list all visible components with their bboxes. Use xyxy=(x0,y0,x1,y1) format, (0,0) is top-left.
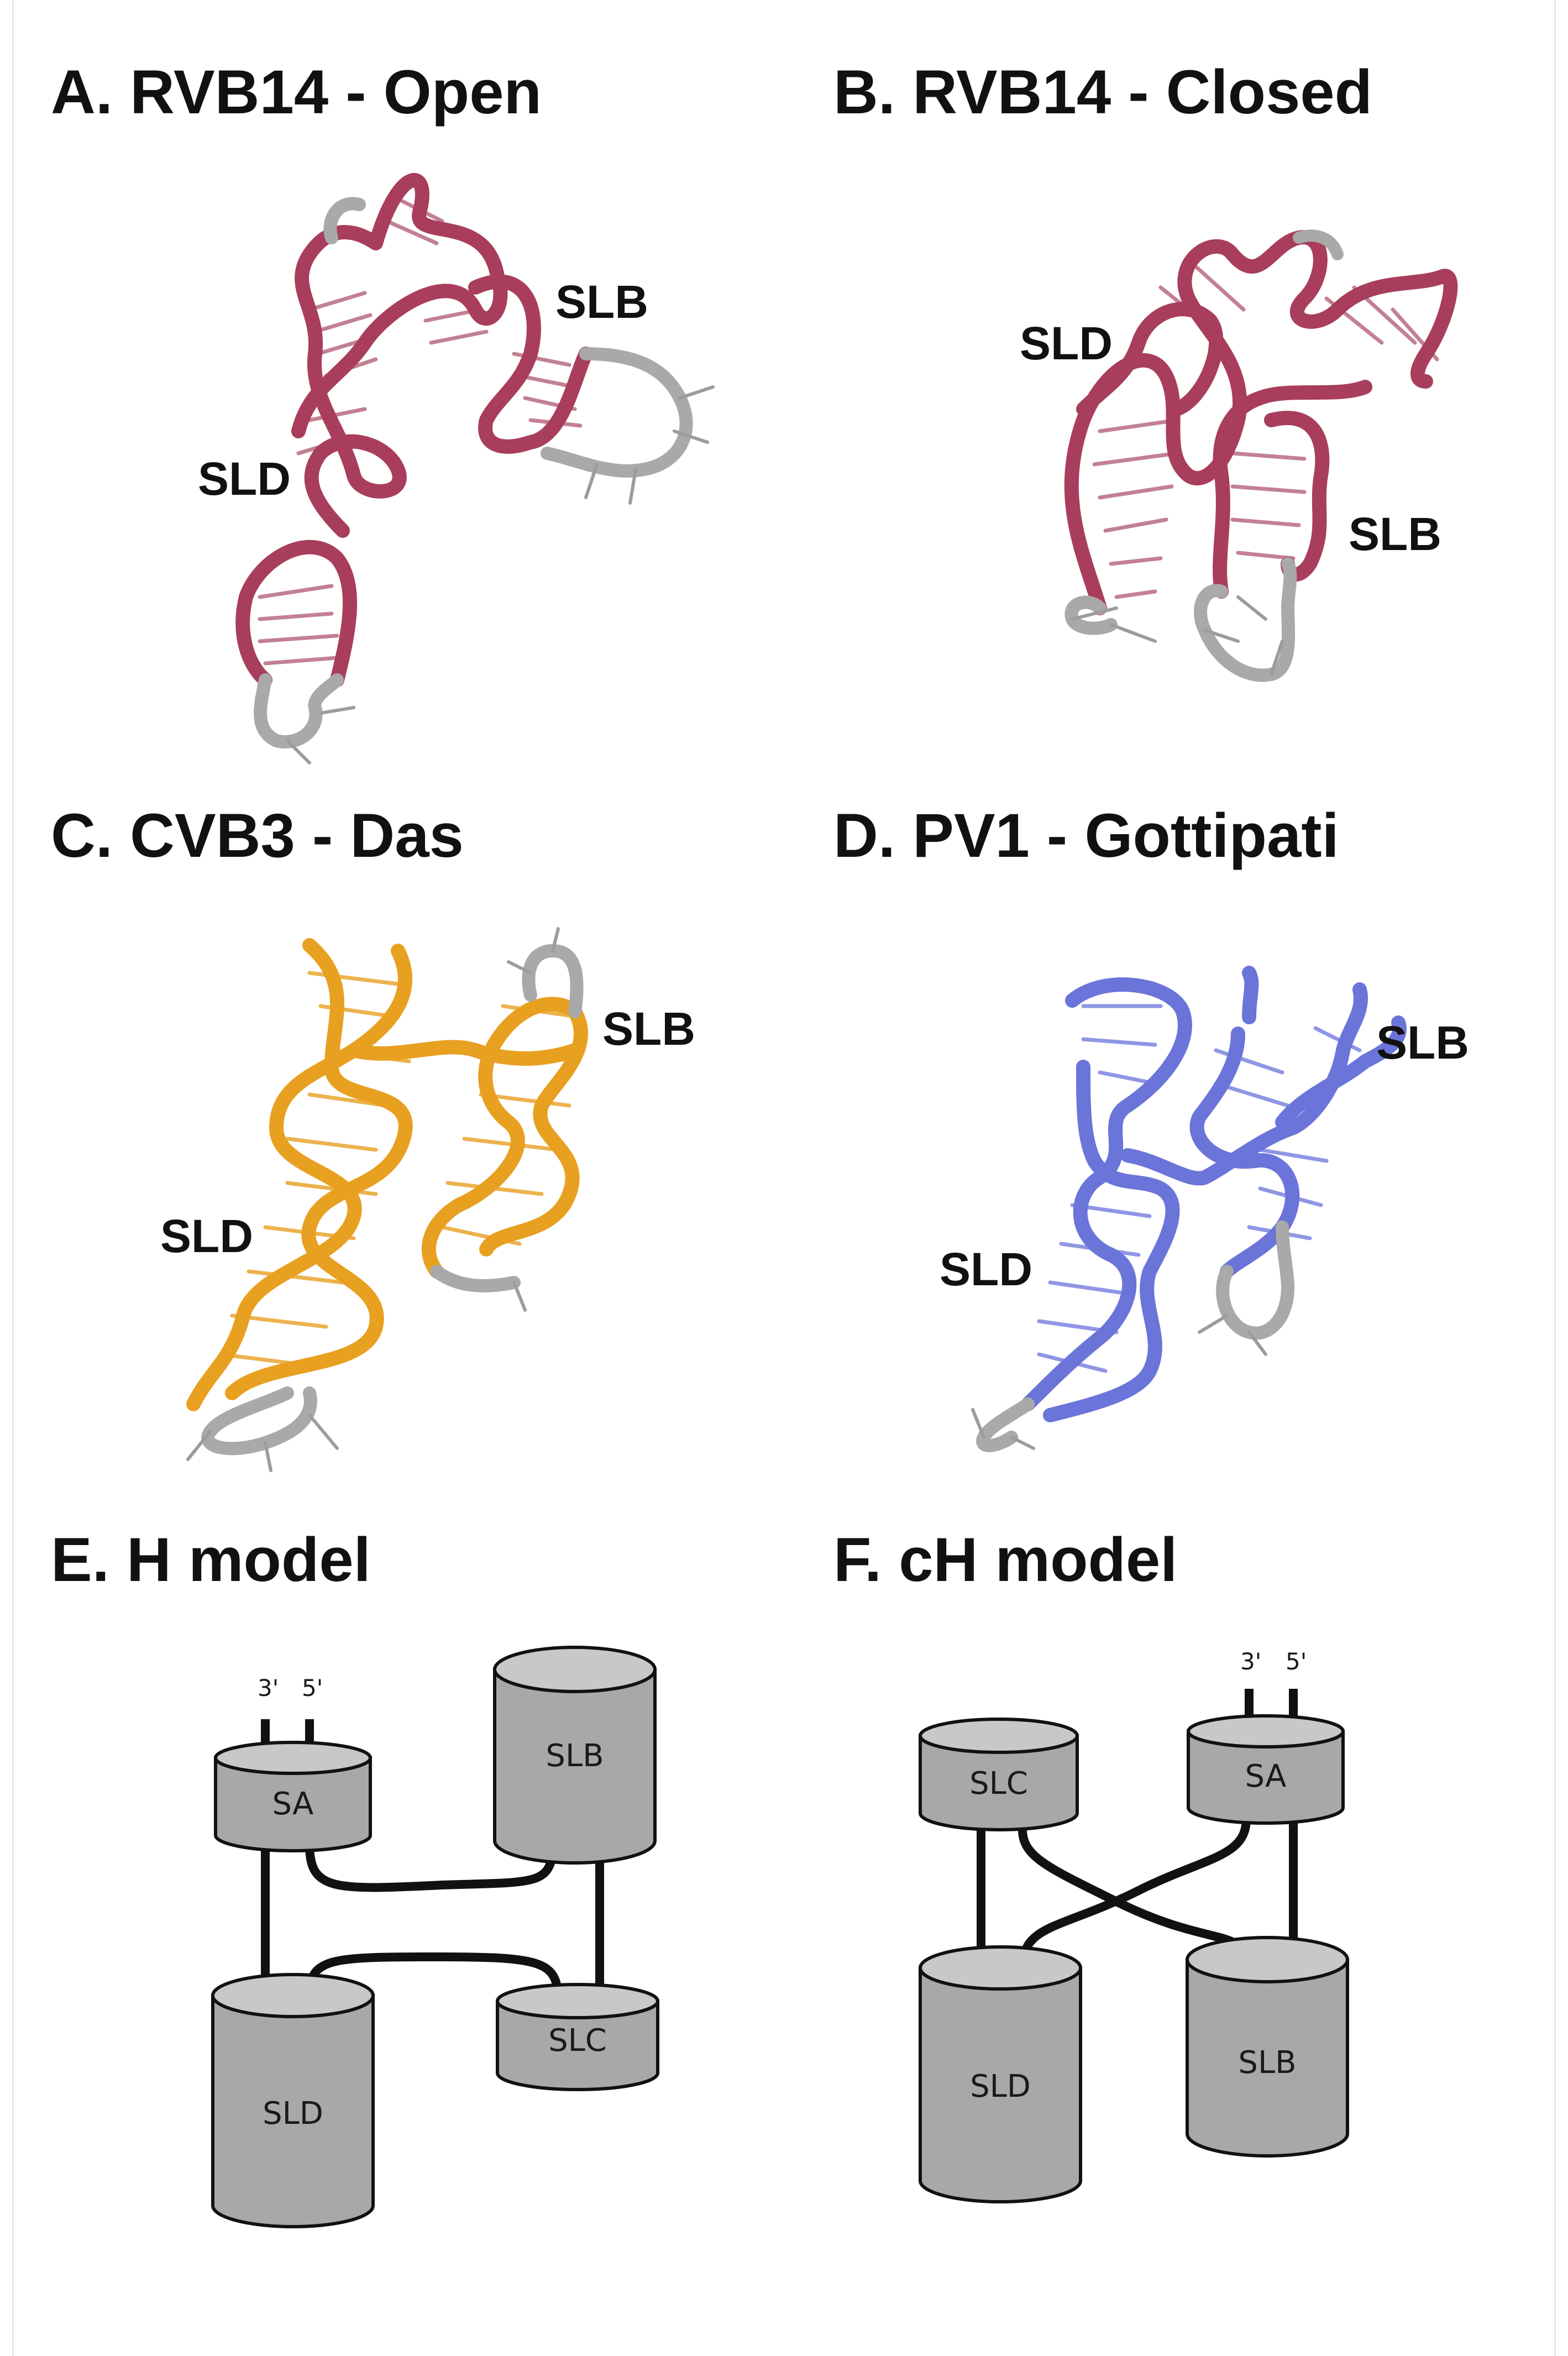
panel-c-base-pairs xyxy=(219,971,583,1368)
panel-f-slb-label: SLB xyxy=(1238,2045,1296,2081)
panel-d-slb-label: SLB xyxy=(1376,1017,1469,1069)
panel-a-loop-sticks xyxy=(286,385,715,765)
panel-c-slb-label: SLB xyxy=(602,1003,695,1055)
panel-d-structure xyxy=(971,966,1407,1452)
panel-e-title: E. H model xyxy=(51,1525,371,1594)
panel-d-sld-label: SLD xyxy=(940,1243,1032,1295)
panel-d-loop-sticks xyxy=(971,1314,1267,1450)
panel-c-title: C. CVB3 - Das xyxy=(51,801,464,870)
panel-b-loop-top xyxy=(1293,229,1344,260)
panel-e: E. H model 3' 5' SA SLB xyxy=(51,1525,659,2228)
panel-c-loop-sld xyxy=(201,1386,317,1456)
panel-f-sld-label: SLD xyxy=(970,2069,1031,2104)
panel-d-base-pairs xyxy=(1037,1004,1362,1373)
panel-c-loop-mid xyxy=(430,1265,521,1292)
panel-d: D. PV1 - Gottipati SLB SLD xyxy=(833,801,1469,1452)
panel-a: A. RVB14 - Open xyxy=(51,57,715,765)
panel-a-loop-sld xyxy=(254,673,344,748)
panel-b: B. RVB14 - Closed SLD SLB xyxy=(833,57,1458,682)
panel-e-slc-label: SLC xyxy=(548,2023,607,2059)
panel-a-sld-label: SLD xyxy=(198,453,291,505)
panel-f-slc-label: SLC xyxy=(969,1766,1028,1802)
left-border xyxy=(12,0,14,2356)
panel-c: C. CVB3 - Das SLB SLD xyxy=(51,801,695,1472)
right-border xyxy=(1554,0,1556,2356)
panel-a-loop-slb xyxy=(541,347,693,478)
panel-b-structure xyxy=(1064,229,1458,682)
panel-d-backbone xyxy=(1021,966,1407,1422)
panel-e-sa-label: SA xyxy=(272,1786,314,1822)
panel-f-slb-cylinder xyxy=(1186,1936,1349,2158)
panel-e-sld-label: SLD xyxy=(263,2096,323,2132)
panel-b-title: B. RVB14 - Closed xyxy=(833,57,1372,127)
panel-c-loop-sticks xyxy=(186,927,560,1472)
panel-f-sld-cylinder xyxy=(919,1945,1082,2203)
panel-b-slb-label: SLB xyxy=(1349,508,1441,560)
panel-f-five-prime-label: 5' xyxy=(1286,1648,1307,1675)
panel-e-sld-cylinder xyxy=(211,1973,375,2228)
panel-a-backbone xyxy=(235,173,593,687)
panel-f-three-prime-label: 3' xyxy=(1240,1648,1261,1675)
panel-f-title: F. cH model xyxy=(833,1525,1177,1594)
panel-f-sa-label: SA xyxy=(1245,1758,1287,1794)
panel-d-title: D. PV1 - Gottipati xyxy=(833,801,1339,870)
panel-b-backbone xyxy=(1064,230,1458,615)
panel-d-loop-left xyxy=(976,1397,1035,1452)
panel-f-connectors xyxy=(977,1814,1298,1972)
panel-e-sa-cylinder xyxy=(214,1741,372,1852)
panel-f-slc-cylinder xyxy=(919,1718,1079,1831)
panel-e-slc-cylinder xyxy=(496,1983,659,2091)
panel-e-connectors xyxy=(261,1839,604,2008)
panel-a-loop-top xyxy=(323,197,366,244)
panel-f: F. cH model 3' 5' SLC SA S xyxy=(833,1525,1349,2203)
panel-c-sld-label: SLD xyxy=(160,1210,253,1262)
panel-e-slb-cylinder xyxy=(493,1646,657,1865)
panel-d-loop-right xyxy=(1216,1221,1294,1340)
panel-c-backbone xyxy=(186,938,589,1411)
panel-a-title: A. RVB14 - Open xyxy=(51,57,542,127)
panel-b-loop-sticks xyxy=(1071,595,1284,676)
panel-e-three-prime-label: 3' xyxy=(258,1674,279,1701)
panel-f-sa-cylinder xyxy=(1187,1714,1345,1825)
panel-a-structure xyxy=(235,173,715,765)
panel-b-sld-label: SLD xyxy=(1020,317,1113,369)
panel-e-five-prime-label: 5' xyxy=(302,1674,323,1701)
panel-e-slb-label: SLB xyxy=(546,1738,604,1774)
panel-a-slb-label: SLB xyxy=(555,276,648,328)
panel-c-structure xyxy=(186,927,589,1472)
